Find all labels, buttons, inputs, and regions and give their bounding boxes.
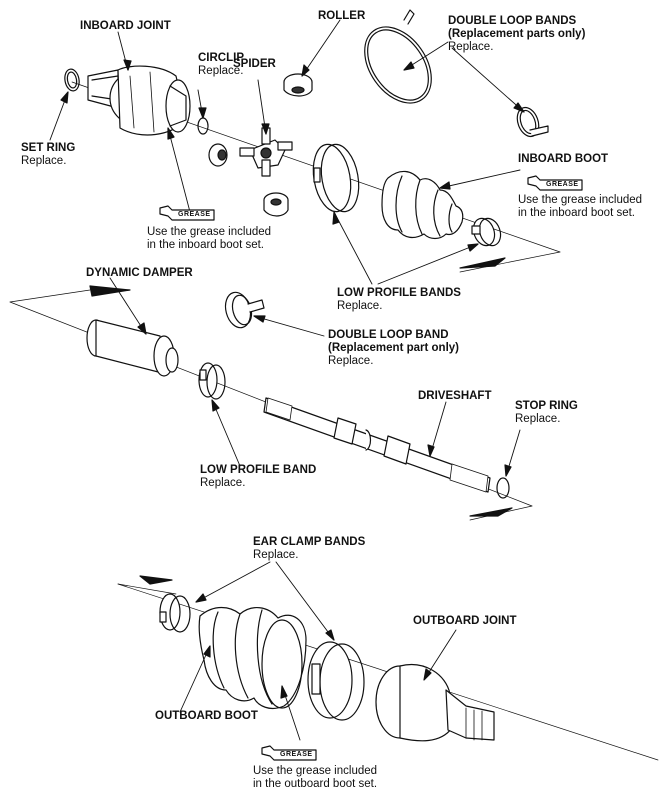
note-line: in the inboard boot set. bbox=[518, 207, 635, 219]
note-line: Use the grease included bbox=[518, 194, 643, 206]
leader-arrowheads-2 bbox=[137, 315, 512, 477]
label-subtitle: (Replacement part only) bbox=[328, 342, 459, 354]
label-dynamic-damper: DYNAMIC DAMPER bbox=[86, 267, 193, 280]
label-note: Replace. bbox=[198, 65, 244, 77]
label-stop-ring: STOP RING Replace. bbox=[515, 400, 578, 426]
grease-tube-label: GREASE bbox=[280, 751, 313, 758]
leader-arrowheads-3 bbox=[195, 593, 432, 699]
label-spider: SPIDER bbox=[233, 58, 276, 71]
label-title: SET RING bbox=[21, 142, 76, 154]
ear-clamp-band-left bbox=[159, 593, 191, 633]
axis-arrow-3 bbox=[469, 507, 513, 517]
label-title: SPIDER bbox=[233, 58, 276, 70]
note-line: Use the grease included bbox=[147, 226, 272, 238]
inboard-boot bbox=[381, 170, 464, 240]
label-title: DOUBLE LOOP BANDS bbox=[448, 15, 577, 27]
note-line: in the outboard boot set. bbox=[253, 778, 378, 790]
grease-tube-label: GREASE bbox=[546, 181, 579, 188]
label-circlip: CIRCLIP Replace. bbox=[198, 52, 244, 78]
label-title: CIRCLIP bbox=[198, 52, 244, 64]
label-double-loop-bands: DOUBLE LOOP BANDS (Replacement parts onl… bbox=[448, 15, 585, 54]
label-title: OUTBOARD BOOT bbox=[155, 710, 258, 722]
leader-arrowheads-1 bbox=[60, 59, 525, 252]
low-profile-band-mid bbox=[198, 362, 226, 400]
grease-note-inboard-left: Use the grease included in the inboard b… bbox=[147, 226, 271, 252]
double-loop-band-top bbox=[364, 9, 432, 104]
label-title: DYNAMIC DAMPER bbox=[86, 267, 193, 279]
label-note: Replace. bbox=[200, 477, 246, 489]
label-title: DRIVESHAFT bbox=[418, 390, 492, 402]
grease-tube-label: GREASE bbox=[178, 211, 211, 218]
label-ear-clamp-bands: EAR CLAMP BANDS Replace. bbox=[253, 536, 365, 562]
roller-top bbox=[283, 73, 313, 97]
label-title: DOUBLE LOOP BAND bbox=[328, 329, 449, 341]
label-inboard-joint: INBOARD JOINT bbox=[80, 20, 171, 33]
roller-left bbox=[208, 143, 228, 167]
label-title: INBOARD BOOT bbox=[518, 153, 609, 165]
label-title: LOW PROFILE BANDS bbox=[337, 287, 461, 299]
axis-arrow-2 bbox=[89, 285, 131, 297]
label-note: Replace. bbox=[21, 155, 67, 167]
label-subtitle: (Replacement parts only) bbox=[448, 28, 586, 40]
label-double-loop-band: DOUBLE LOOP BAND (Replacement part only)… bbox=[328, 329, 459, 368]
driveshaft bbox=[263, 397, 491, 493]
note-line: in the inboard boot set. bbox=[147, 239, 264, 251]
label-title: OUTBOARD JOINT bbox=[413, 615, 517, 627]
dynamic-damper bbox=[86, 319, 179, 377]
label-outboard-boot: OUTBOARD BOOT bbox=[155, 710, 258, 723]
label-note: Replace. bbox=[337, 300, 383, 312]
grease-tube-icon bbox=[159, 175, 583, 761]
low-profile-band-large bbox=[312, 143, 360, 213]
label-title: ROLLER bbox=[318, 10, 366, 22]
inboard-joint bbox=[87, 65, 191, 136]
outboard-boot bbox=[198, 606, 307, 710]
label-roller: ROLLER bbox=[318, 10, 365, 23]
note-line: Use the grease included bbox=[253, 765, 378, 777]
label-note: Replace. bbox=[328, 355, 374, 367]
label-note: Replace. bbox=[448, 41, 494, 53]
set-ring bbox=[64, 68, 80, 92]
label-note: Replace. bbox=[253, 549, 299, 561]
label-title: INBOARD JOINT bbox=[80, 20, 171, 32]
low-profile-band-small bbox=[471, 217, 502, 247]
double-loop-band-small bbox=[516, 106, 549, 138]
leaders-section-1 bbox=[49, 19, 525, 285]
double-loop-band-mid bbox=[224, 291, 265, 329]
grease-note-inboard-right: Use the grease included in the inboard b… bbox=[518, 194, 642, 220]
outboard-joint bbox=[375, 664, 495, 742]
label-title: LOW PROFILE BAND bbox=[200, 464, 317, 476]
stop-ring bbox=[496, 477, 510, 499]
label-low-profile-bands: LOW PROFILE BANDS Replace. bbox=[337, 287, 461, 313]
circlip bbox=[197, 117, 209, 135]
label-outboard-joint: OUTBOARD JOINT bbox=[413, 615, 517, 628]
label-title: EAR CLAMP BANDS bbox=[253, 536, 366, 548]
label-inboard-boot: INBOARD BOOT bbox=[518, 153, 608, 166]
ear-clamp-band-right bbox=[307, 641, 365, 721]
label-note: Replace. bbox=[515, 413, 561, 425]
axis-arrow-4 bbox=[139, 575, 173, 585]
roller-bottom bbox=[263, 192, 289, 217]
label-set-ring: SET RING Replace. bbox=[21, 142, 75, 168]
axis-arrow-1 bbox=[459, 257, 506, 269]
grease-note-outboard: Use the grease included in the outboard … bbox=[253, 765, 377, 791]
label-driveshaft: DRIVESHAFT bbox=[418, 390, 491, 403]
label-low-profile-band: LOW PROFILE BAND Replace. bbox=[200, 464, 316, 490]
spider bbox=[239, 127, 293, 177]
label-title: STOP RING bbox=[515, 400, 578, 412]
